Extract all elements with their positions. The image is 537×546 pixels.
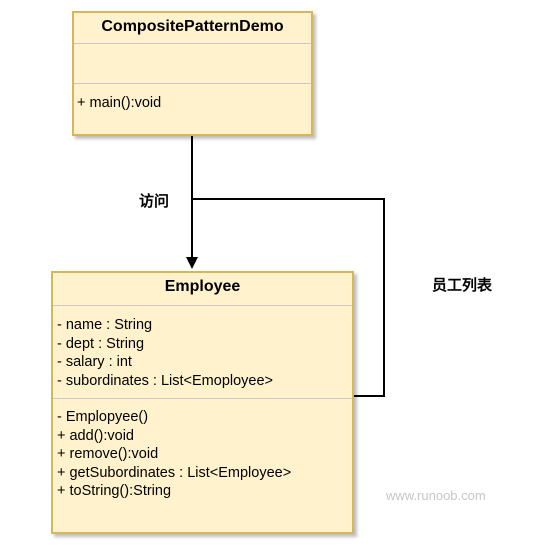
access-arrow-head <box>186 257 198 269</box>
class-divider <box>74 43 311 44</box>
attribute-list: - name : String - dept : String - salary… <box>57 316 273 390</box>
method-item: + toString():String <box>57 483 172 500</box>
class-divider <box>53 305 352 306</box>
method-item: + remove():void <box>57 446 159 463</box>
attribute-item: - salary : int <box>57 354 132 371</box>
class-name: CompositePatternDemo <box>101 18 284 35</box>
attribute-item: - subordinates : List<Emoployee> <box>57 372 274 389</box>
method-item: - Emplopyee() <box>57 409 149 425</box>
class-name: Employee <box>164 278 241 295</box>
method-item: + add():void <box>57 427 134 444</box>
class-divider <box>53 398 352 399</box>
access-label: 访问 <box>139 193 170 210</box>
employee-list-label: 员工列表 <box>432 277 493 294</box>
class-divider <box>74 83 311 84</box>
method-item: + main():void <box>77 95 162 111</box>
method-item: + getSubordinates : List<Employee> <box>57 464 292 481</box>
attribute-item: - name : String <box>57 317 153 333</box>
class-employee[interactable]: Employee - name : String - dept : String… <box>51 271 354 534</box>
attribute-item: - dept : String <box>57 335 145 352</box>
employee-list-connector <box>192 198 385 397</box>
class-composite-pattern-demo[interactable]: CompositePatternDemo + main():void <box>72 11 313 136</box>
method-list: + main():void <box>77 94 161 113</box>
method-list: - Emplopyee() + add():void + remove():vo… <box>57 408 291 501</box>
watermark: www.runoob.com <box>386 488 486 503</box>
